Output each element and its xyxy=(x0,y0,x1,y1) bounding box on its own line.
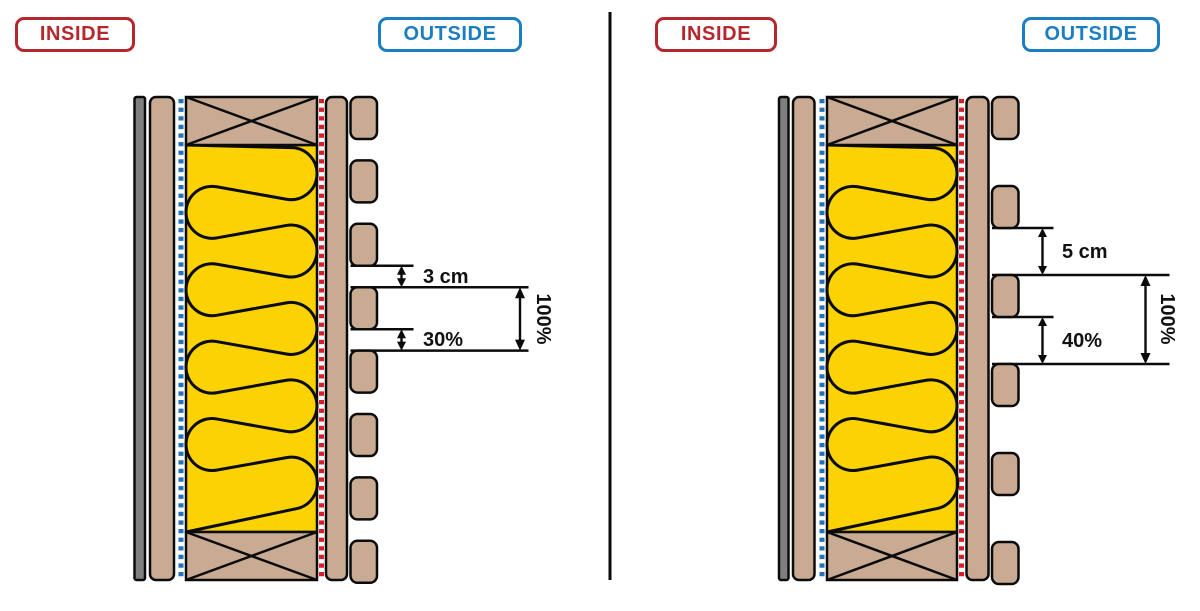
wall-right xyxy=(777,95,1170,586)
gap-size-label-left: 3 cm xyxy=(423,266,469,288)
inside-badge-left: INSIDE xyxy=(15,17,135,52)
gap-percent-label-right: 40% xyxy=(1062,330,1103,352)
pitch-percent-label-right: 100% xyxy=(1156,293,1178,345)
gap-size-label-right: 5 cm xyxy=(1062,241,1108,263)
wall-left xyxy=(133,95,529,585)
gap-percent-label-left: 30% xyxy=(423,329,464,351)
pitch-percent-label-left: 100% xyxy=(532,293,554,345)
outside-badge-left: OUTSIDE xyxy=(378,17,522,52)
inside-badge-right: INSIDE xyxy=(655,17,777,52)
outside-badge-right: OUTSIDE xyxy=(1022,17,1160,52)
